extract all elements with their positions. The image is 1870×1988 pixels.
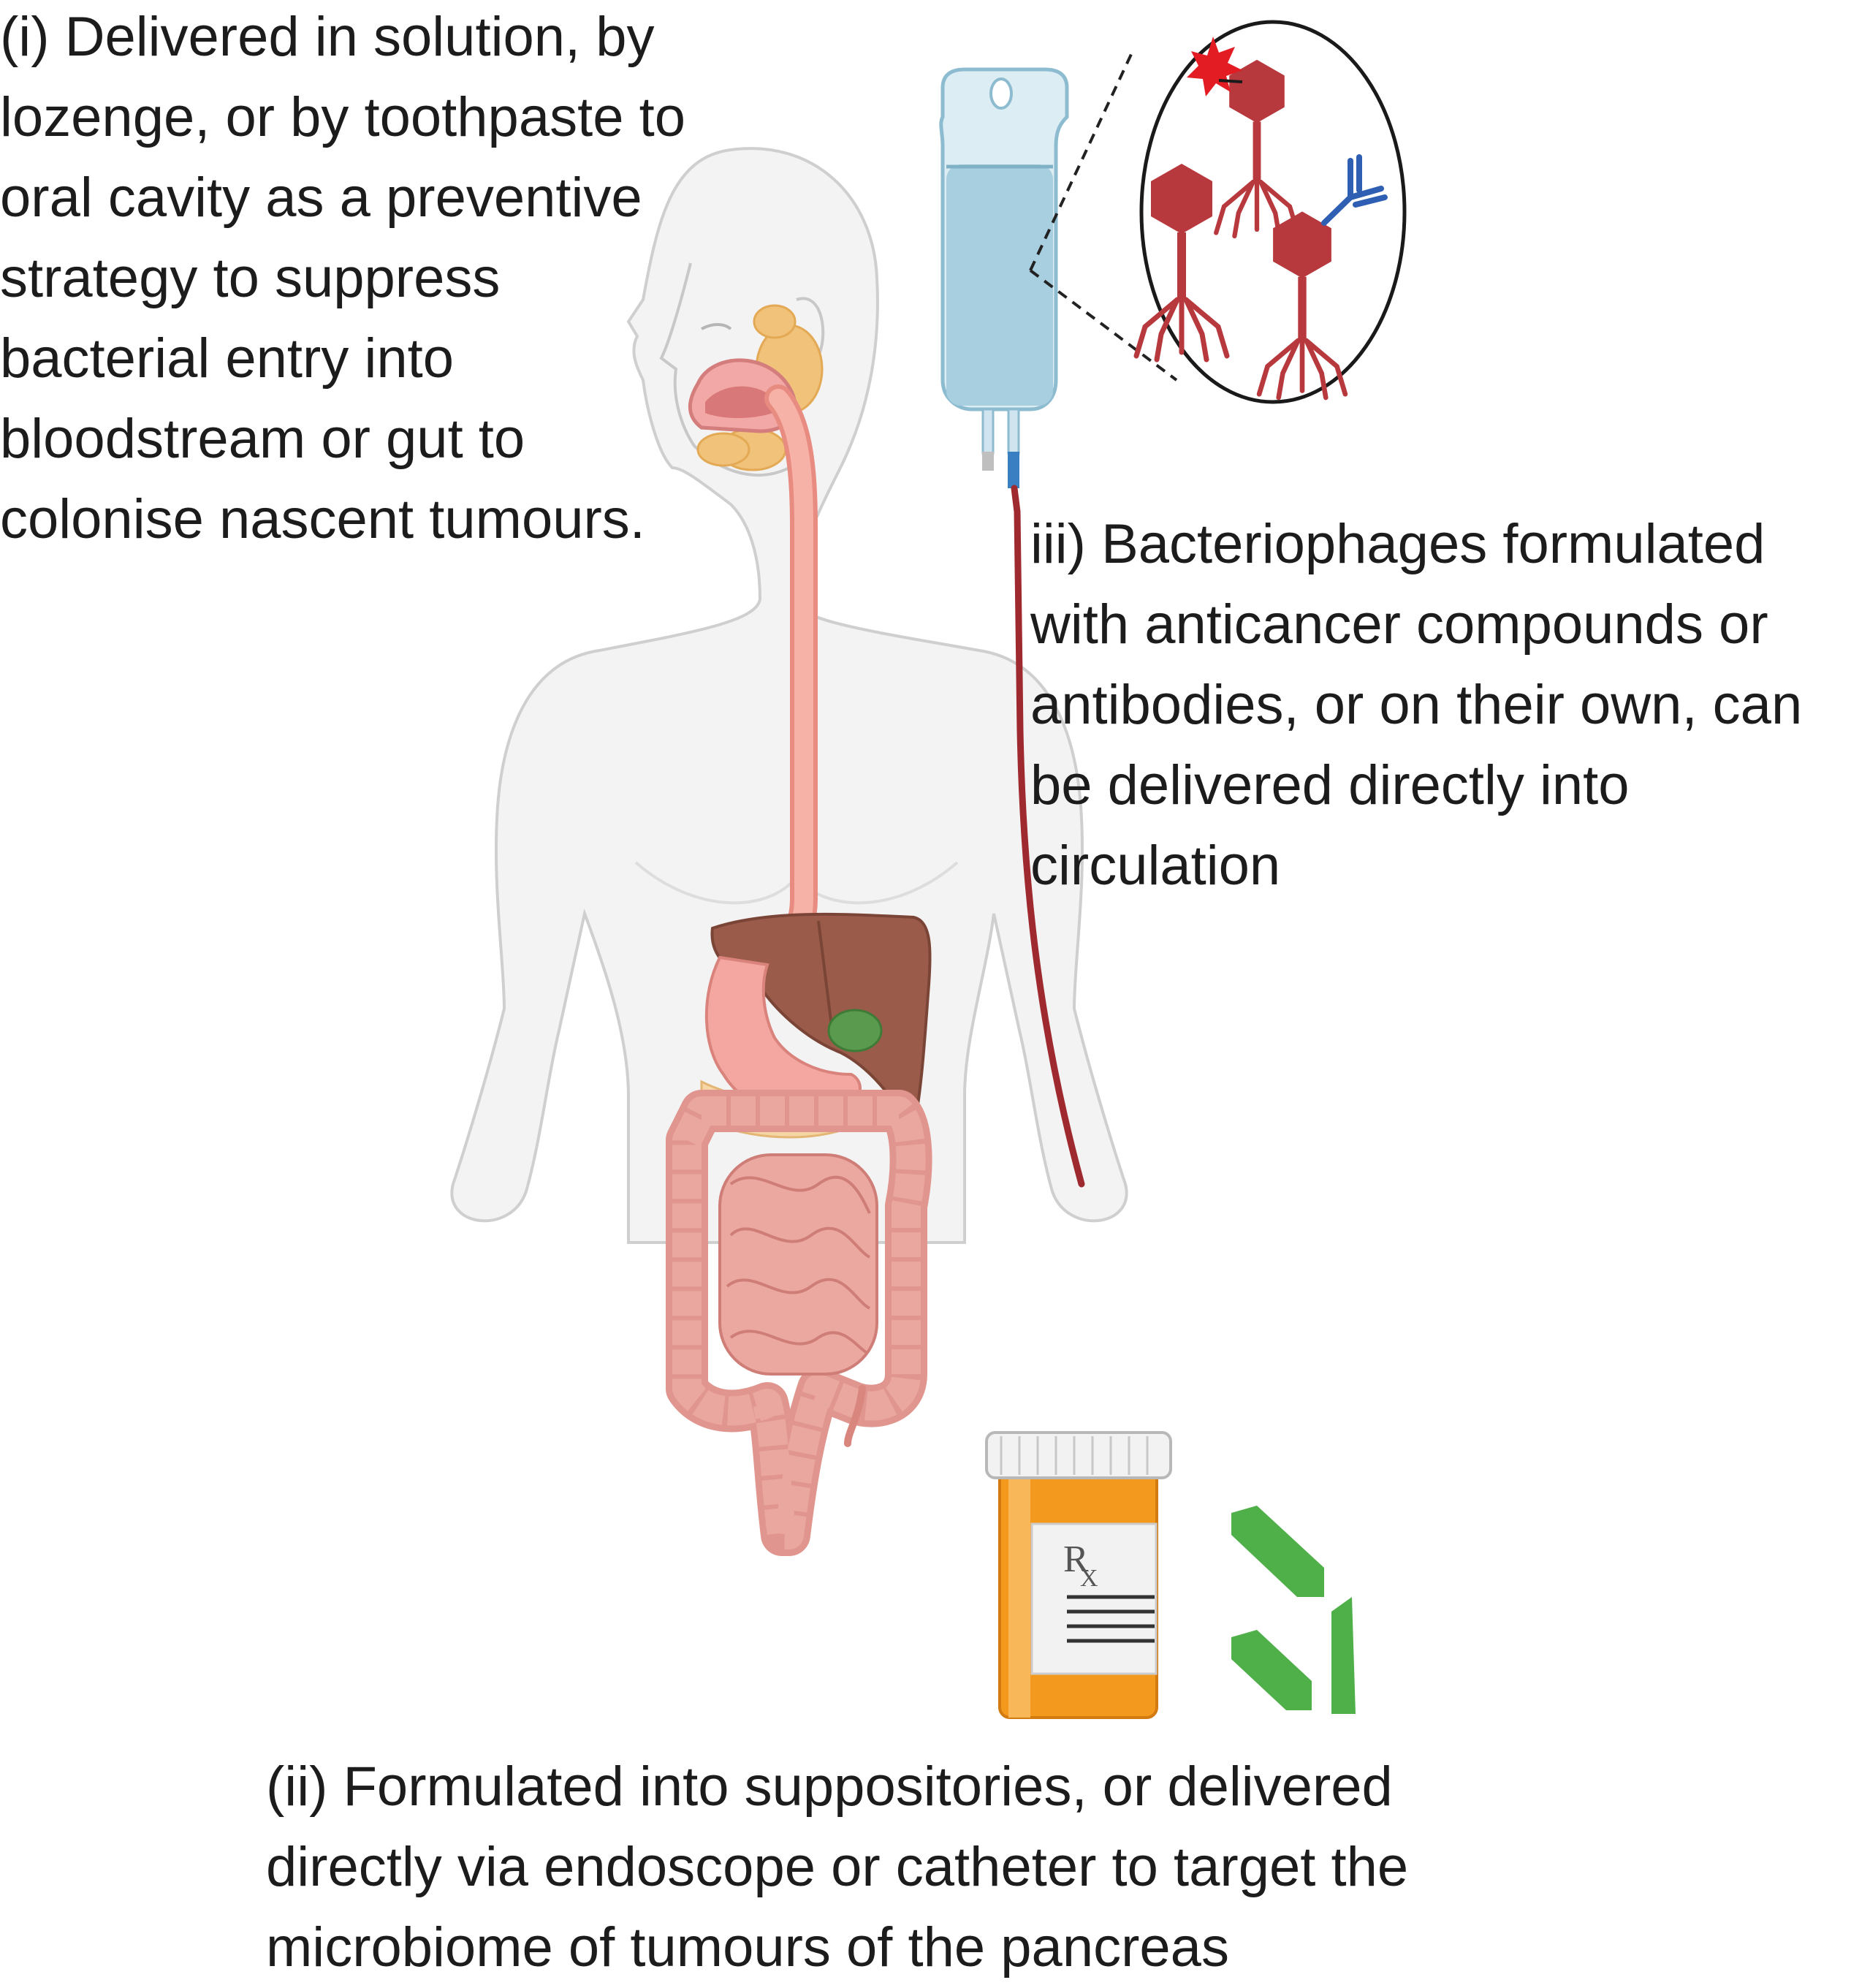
- salivary-gland: [696, 304, 824, 471]
- iv-tube: [1011, 485, 1085, 1188]
- label-line: bacterial entry into: [0, 327, 454, 390]
- body-outline: [450, 147, 1128, 1244]
- iv-route-label: iii) Bacteriophages formulated with anti…: [1030, 504, 1802, 906]
- small-intestine: [718, 1153, 878, 1376]
- iv-bag-icon: [939, 67, 1085, 1188]
- tongue: [705, 386, 782, 418]
- label-line: with anticancer compounds or: [1030, 593, 1768, 656]
- label-line: colonise nascent tumours.: [0, 488, 645, 550]
- human-silhouette-icon: [450, 147, 1128, 1556]
- label-line: iii) Bacteriophages formulated: [1030, 513, 1766, 575]
- rx-subscript: X: [1080, 1565, 1098, 1592]
- label-line: microbiome of tumours of the pancreas: [266, 1916, 1229, 1978]
- rectal-route-label: (ii) Formulated into suppositories, or d…: [266, 1747, 1408, 1988]
- label-line: bloodstream or gut to: [0, 408, 525, 470]
- label-line: (ii) Formulated into suppositories, or d…: [266, 1756, 1393, 1818]
- antibody-icon: [1321, 154, 1388, 226]
- label-line: strategy to suppress: [0, 247, 501, 309]
- iv-bag-hanger-hole: [989, 77, 1013, 110]
- phage-zoom-circle: [1136, 20, 1407, 404]
- face-profile: [659, 262, 790, 477]
- label-line: (i) Delivered in solution, by: [0, 6, 655, 68]
- iv-fluid: [946, 164, 1053, 406]
- pill-bottle-icon: R X: [985, 1431, 1172, 1719]
- rx-symbol: R: [1063, 1539, 1089, 1580]
- eye: [701, 323, 732, 330]
- label-line: directly via endoscope or catheter to ta…: [266, 1836, 1409, 1898]
- label-line: oral cavity as a preventive: [0, 167, 642, 229]
- label-line: lozenge, or by toothpaste to: [0, 86, 685, 148]
- toxin-star-icon: [1187, 37, 1242, 96]
- label-line: circulation: [1030, 835, 1281, 897]
- label-line: be delivered directly into: [1030, 754, 1630, 816]
- suppository-capsule-icon: [1231, 1506, 1356, 1714]
- zoom-lines: [1029, 50, 1178, 382]
- gallbladder: [827, 1009, 883, 1052]
- label-line: antibodies, or on their own, can: [1030, 674, 1803, 736]
- oral-route-label: (i) Delivered in solution, by lozenge, o…: [0, 0, 685, 560]
- bottle-cap: [985, 1431, 1172, 1479]
- appendix: [844, 1385, 866, 1447]
